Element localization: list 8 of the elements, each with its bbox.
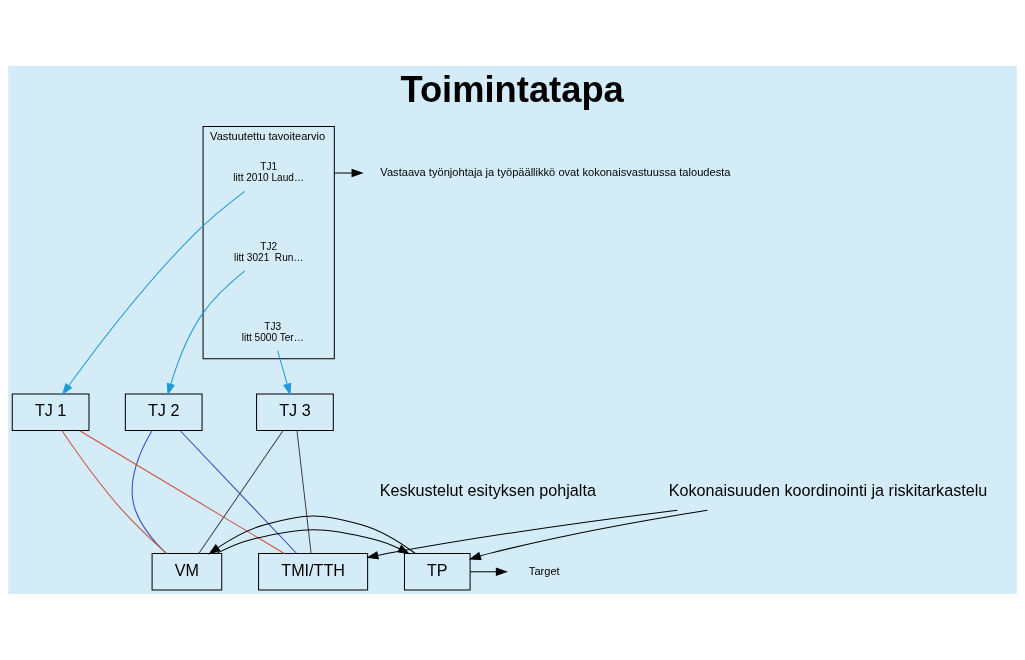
node-text: TJ3 litt 5000 Ter…	[241, 320, 304, 343]
label: Keskustelut esityksen pohjalta	[379, 480, 596, 499]
node-text: TJ2 litt 3021 Run…	[233, 240, 304, 263]
diagram-title: Toimintatapa	[400, 69, 624, 111]
node-text: Target	[528, 564, 560, 577]
node-text: Kokonaisuuden koordinointi ja riskitarkastelu	[668, 480, 988, 499]
node-text: Vastaava työnjohtaja ja työpäällikkö ovat kokonaisvastuussa taloudesta	[380, 165, 731, 178]
node-text: TJ1 litt 2010 Laud…	[233, 160, 304, 184]
